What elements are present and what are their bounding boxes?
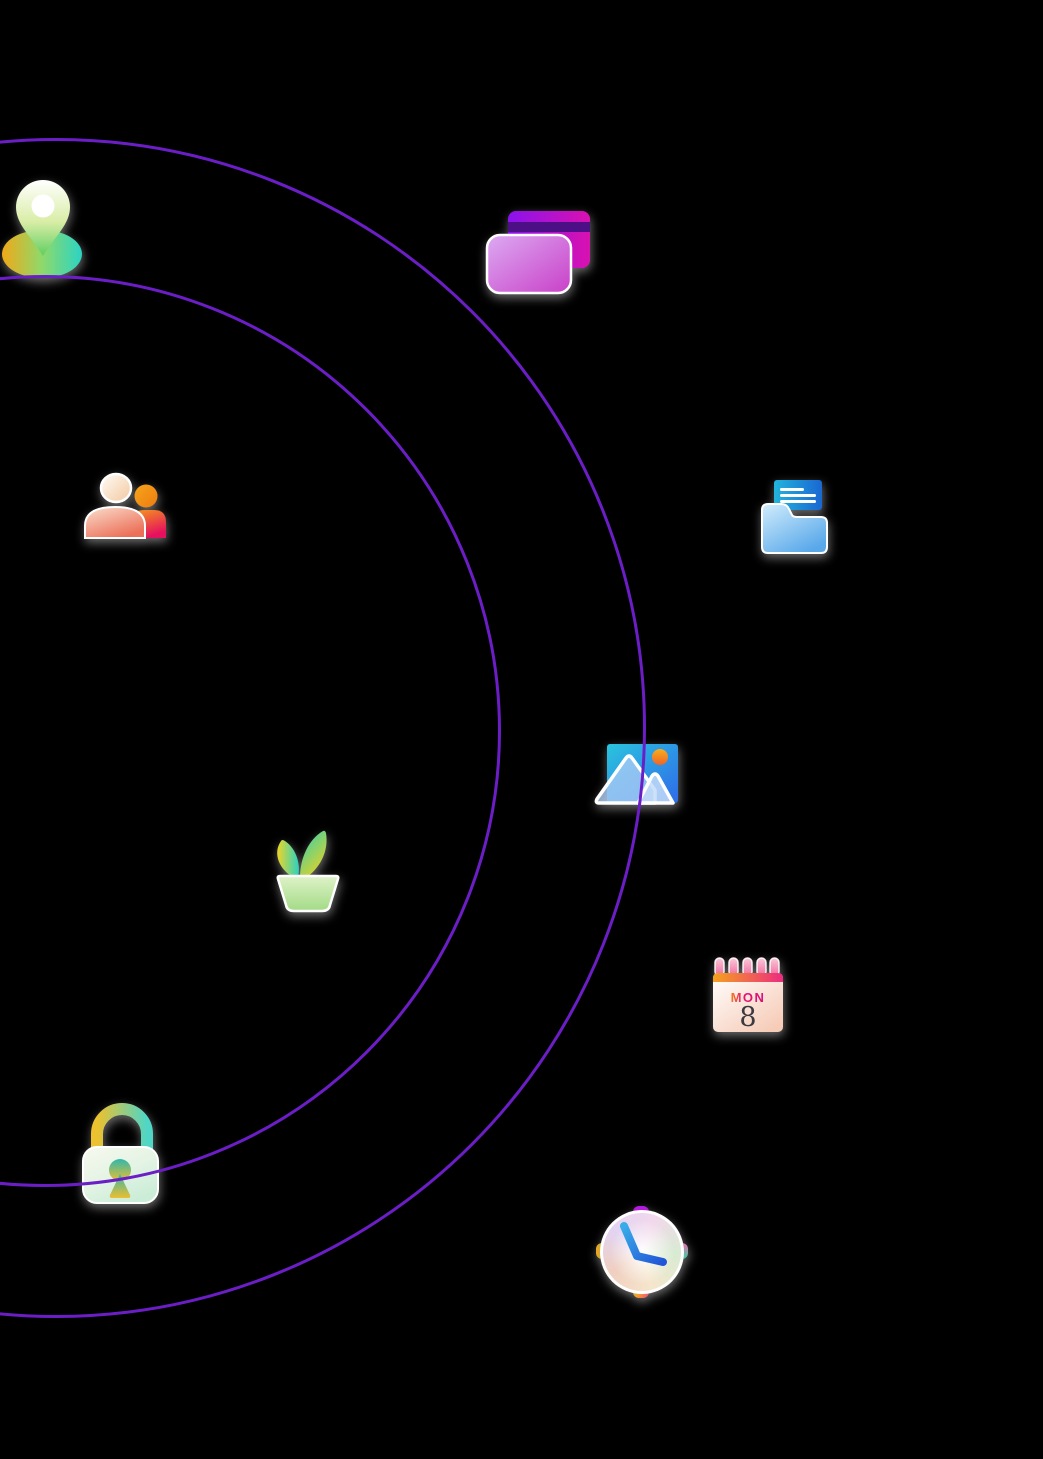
- calendar-body: [713, 973, 783, 1032]
- calendar-day-label: MON: [731, 990, 766, 1005]
- calendar-header-strip: [713, 973, 783, 982]
- clock-face: [600, 1210, 684, 1294]
- document-text-line: [780, 494, 816, 497]
- sun: [652, 749, 668, 765]
- folder-front: [761, 503, 828, 554]
- calendar-day-number: 8: [739, 1002, 756, 1033]
- card-back-stripe: [508, 222, 590, 232]
- document-text-line: [780, 488, 804, 491]
- clock-hands-path: [620, 1222, 667, 1266]
- calendar-icon: MON 8: [703, 950, 793, 1043]
- document-text-line: [780, 500, 816, 503]
- folder-documents-icon: [753, 468, 833, 565]
- card-front: [485, 233, 573, 295]
- calendar-rings: [714, 957, 780, 977]
- mountain-small: [636, 772, 675, 805]
- clock-icon: [596, 1206, 688, 1298]
- credit-cards-icon: [483, 203, 593, 303]
